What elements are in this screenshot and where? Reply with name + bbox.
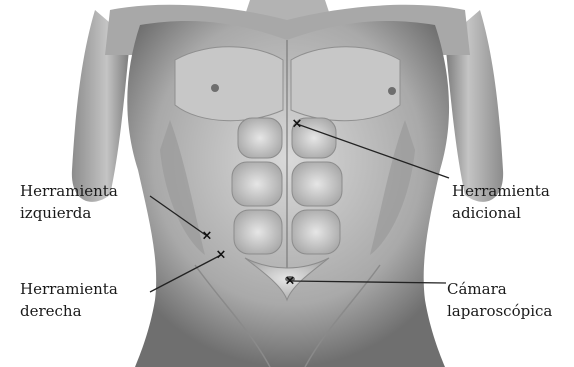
right-nipple xyxy=(388,87,396,95)
marker-right-tool: × xyxy=(216,248,227,263)
label-left-tool: Herramienta izquierda xyxy=(20,180,118,224)
right-pectoral xyxy=(291,47,400,121)
left-nipple xyxy=(211,84,219,92)
label-right-tool: Herramienta derecha xyxy=(20,278,118,322)
label-extra-tool: Herramienta adicional xyxy=(452,180,550,224)
marker-camera: × xyxy=(285,274,296,289)
marker-extra-tool: × xyxy=(292,117,303,132)
marker-left-tool: × xyxy=(202,229,213,244)
left-pectoral xyxy=(175,47,283,121)
label-camera: Cámara laparoscópica xyxy=(447,278,552,322)
